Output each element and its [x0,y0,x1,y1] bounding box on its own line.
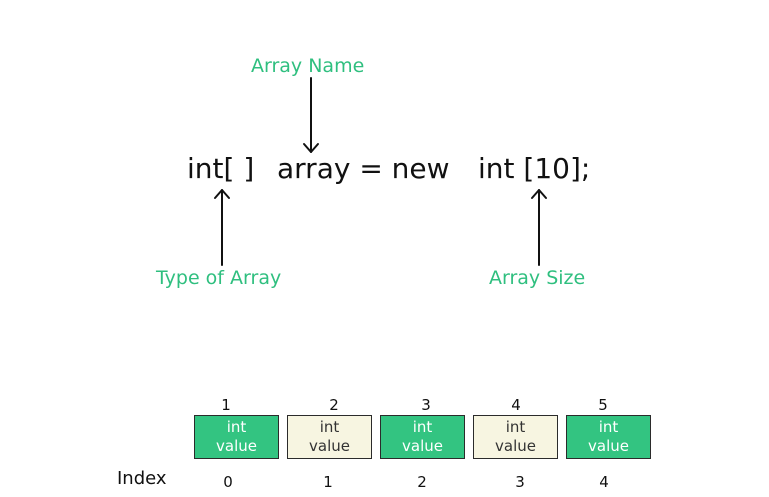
index-number: 0 [223,473,233,491]
code-type-part: int[ ] [187,152,255,185]
cell-value-text: value [402,437,443,455]
array-cell: int value [287,415,372,459]
position-number: 4 [511,396,521,414]
array-name-label: Array Name [251,55,365,77]
index-number: 4 [599,473,609,491]
position-number: 2 [329,396,339,414]
array-name-arrow [303,77,319,153]
cell-type-text: int [598,418,619,436]
type-of-array-arrow [214,189,230,266]
index-number: 2 [417,473,427,491]
index-number: 3 [515,473,525,491]
cell-type-text: int [319,418,340,436]
cell-value-text: value [495,437,536,455]
array-cell: int value [566,415,651,459]
array-size-label: Array Size [489,267,586,289]
cell-value-text: value [588,437,629,455]
code-name-part: array = new [277,152,450,185]
index-label: Index [117,468,167,489]
array-cell: int value [380,415,465,459]
code-size-part: int [10]; [478,152,591,185]
cell-value-text: value [309,437,350,455]
cell-type-text: int [226,418,247,436]
cell-type-text: int [505,418,526,436]
index-number: 1 [323,473,333,491]
cell-type-text: int [412,418,433,436]
array-size-arrow [531,189,547,266]
cell-value-text: value [216,437,257,455]
position-number: 5 [598,396,608,414]
type-of-array-label: Type of Array [156,267,282,289]
array-cell: int value [194,415,279,459]
array-cell: int value [473,415,558,459]
position-number: 3 [421,396,431,414]
position-number: 1 [221,396,231,414]
